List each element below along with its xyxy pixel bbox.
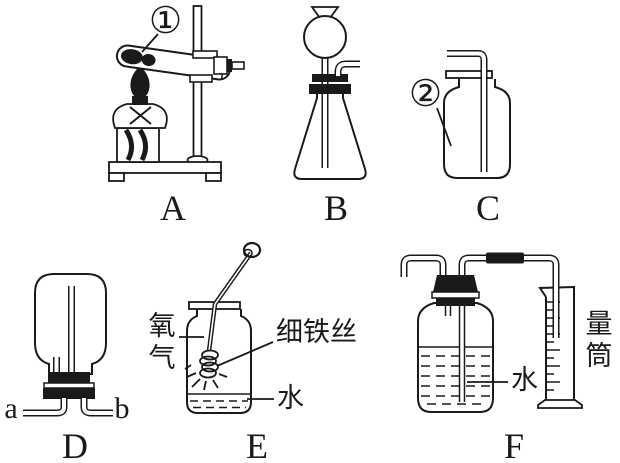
delivery-tube [334, 60, 360, 76]
apparatus-letter-a: A [160, 188, 186, 228]
apparatus-letter-c: C [475, 188, 500, 228]
port-label-a: a [4, 392, 18, 425]
water-label-e: 水 [277, 383, 304, 413]
conical-flask [293, 89, 367, 180]
gas-bottle [443, 79, 511, 179]
gas-bottle [417, 302, 494, 413]
apparatus-c-collecting-bottle [436, 50, 511, 179]
water-surface [419, 346, 492, 405]
iron-stand [108, 5, 222, 182]
outlet-tube-b [80, 398, 113, 417]
cylinder-label: 量筒 [585, 309, 613, 371]
alcohol-lamp [112, 96, 168, 129]
flame [130, 66, 150, 98]
apparatus-d-collection-bottle [23, 273, 113, 417]
gas-bottle [186, 309, 252, 414]
apparatus-f-gas-measurement [400, 252, 583, 413]
test-tube-clamp [189, 50, 245, 83]
apparatus-letter-e: E [246, 426, 268, 463]
iron-wire [206, 241, 262, 352]
rubber-stopper [43, 372, 95, 399]
apparatus-letter-f: F [503, 426, 525, 463]
iron-wire-label-leader [216, 341, 274, 367]
glass-plate [445, 70, 493, 79]
apparatus-e-iron-burning [179, 241, 274, 414]
bent-inlet-tube [447, 50, 488, 172]
measuring-cylinder [537, 285, 583, 409]
inlet-tube [400, 254, 447, 277]
thistle-funnel [303, 6, 347, 168]
port-label-b: b [114, 392, 130, 425]
apparatus-letter-d: D [62, 426, 88, 463]
sparks [184, 364, 228, 391]
apparatus-a-heating-setup [108, 5, 245, 182]
callout-circled-2: ② [409, 72, 443, 115]
rubber-stopper [431, 275, 480, 306]
apparatus-letter-b: B [323, 188, 348, 228]
rubber-stopper [309, 74, 351, 94]
iron-wire-coil [199, 349, 219, 379]
outlet-tube-a [23, 398, 68, 417]
oxygen-label: 氧气 [148, 311, 176, 373]
water-surface [188, 393, 250, 409]
apparatus-b-gas-generator [293, 6, 367, 180]
callout-circled-1: ① [149, 0, 183, 42]
iron-wire-label: 细铁丝 [276, 317, 357, 347]
water-label-f: 水 [511, 365, 538, 395]
callout-1-leader [141, 33, 159, 53]
wood-block [116, 127, 160, 163]
callout-2-leader [436, 107, 452, 147]
rubber-connector [486, 252, 524, 264]
